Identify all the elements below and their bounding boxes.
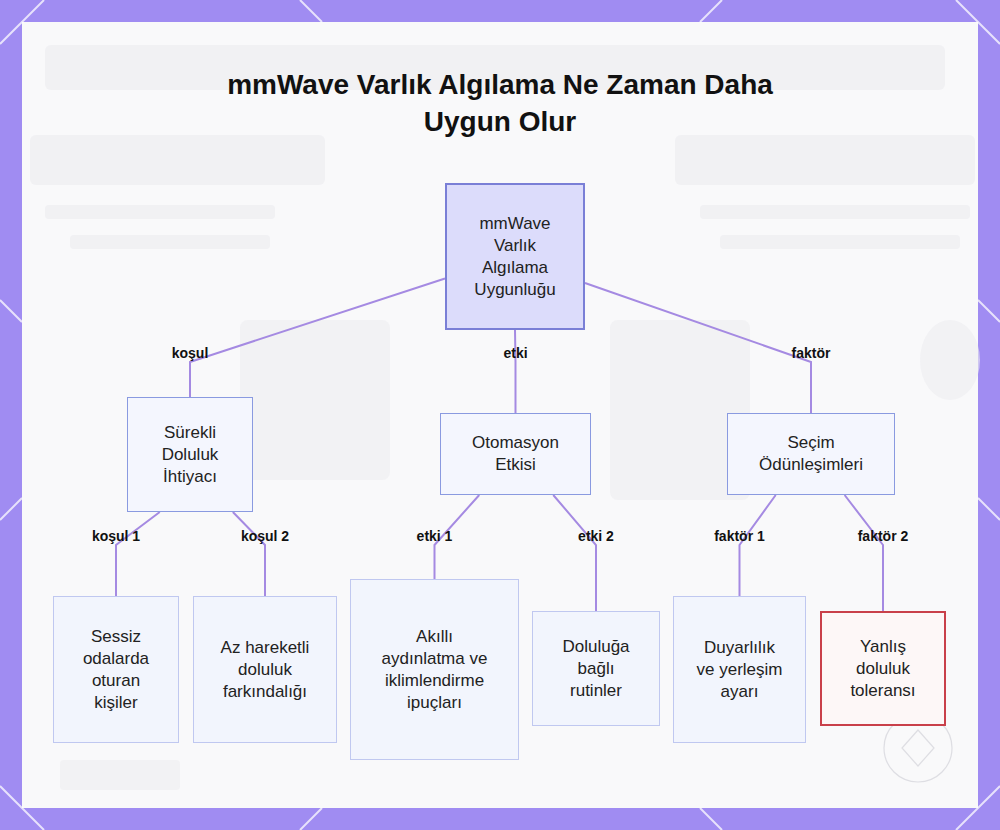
edge-label: faktör 2	[858, 528, 909, 544]
edge-label: koşul 2	[241, 528, 289, 544]
edge-label: faktör	[792, 345, 831, 361]
node-text: Akıllı aydınlatma ve iklimlendirme ipuçl…	[373, 626, 496, 714]
connector-line	[233, 512, 265, 596]
edge-label: etki 2	[578, 528, 614, 544]
node-text: Az hareketli doluluk farkındalığı	[216, 637, 314, 703]
node-text: mmWave Varlık Algılama Uygunluğu	[463, 213, 567, 301]
edge-label: koşul	[172, 345, 209, 361]
leaf-box: Az hareketli doluluk farkındalığı	[193, 596, 337, 743]
node-text: Yanlış doluluk toleransı	[842, 636, 924, 702]
connector-line	[514, 330, 517, 413]
node-text: Doluluğa bağlı rutinler	[555, 636, 637, 702]
edge-label: koşul 1	[92, 528, 140, 544]
category-box: Seçim Ödünleşimleri	[727, 413, 895, 495]
node-text: Duyarlılık ve yerleşim ayarı	[696, 637, 783, 703]
leaf-box: Duyarlılık ve yerleşim ayarı	[673, 596, 806, 743]
root-box: mmWave Varlık Algılama Uygunluğu	[445, 183, 585, 330]
edge-label: faktör 1	[714, 528, 765, 544]
connector-line	[845, 495, 883, 611]
connector-line	[553, 495, 596, 611]
leaf-box: Sessiz odalarda oturan kişiler	[53, 596, 179, 743]
node-text: Sürekli Doluluk İhtiyacı	[148, 422, 232, 488]
connector-line	[585, 283, 811, 413]
leaf-box: Akıllı aydınlatma ve iklimlendirme ipuçl…	[350, 579, 519, 760]
category-box: Sürekli Doluluk İhtiyacı	[127, 397, 253, 512]
connector-line	[740, 495, 776, 596]
edge-label: etki 1	[417, 528, 453, 544]
edge-label: etki	[503, 345, 527, 361]
connector-line	[116, 512, 160, 596]
node-text: Seçim Ödünleşimleri	[748, 432, 874, 476]
leaf-box: Yanlış doluluk toleransı	[820, 611, 946, 726]
leaf-box: Doluluğa bağlı rutinler	[532, 611, 660, 726]
node-text: Otomasyon Etkisi	[461, 432, 570, 476]
connector-line	[190, 279, 445, 397]
diagram-title: mmWave Varlık Algılama Ne Zaman Daha Uyg…	[180, 66, 820, 140]
node-text: Sessiz odalarda oturan kişiler	[76, 626, 156, 714]
category-box: Otomasyon Etkisi	[440, 413, 591, 495]
